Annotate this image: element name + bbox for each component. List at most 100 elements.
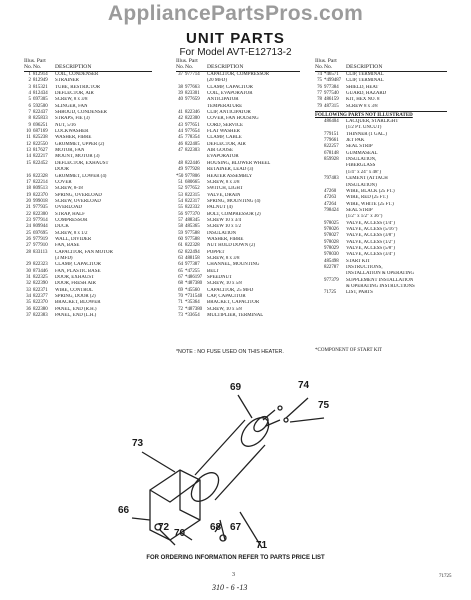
part-no-header: No. [185,64,194,70]
part-description: POPPET [207,249,225,255]
part-no: 815321 [33,84,48,90]
part-description: VALVE, ACCESS (3/8") [346,233,395,239]
part-no: 822328 [33,173,48,179]
part-no: 812914 [33,72,48,77]
part-description: LOCKWASHER [55,129,89,135]
illus-no: 78 [317,97,322,103]
part-no: 873446 [33,268,48,274]
part-no: 978029 [324,245,339,251]
part-no: 778354 [185,135,200,141]
illus-no: 41 [178,110,183,116]
part-no: 977652 [185,186,200,192]
part-description: SCREW, 10 x 5/8 [207,306,242,312]
illus-no: 68 [178,281,183,287]
part-description: CLAMP, CABLE [207,135,242,141]
illus-no: 17 [26,179,31,185]
ordering-footer: FOR ORDERING INFORMATION REFER TO PARTS … [146,555,325,561]
part-description: JET PAK [346,138,365,144]
part-no: 71725 [324,290,337,296]
part-no: 978030 [324,252,339,258]
illus-no: 55 [178,205,183,211]
part-no: 822323 [33,262,48,268]
part-description: WASHER, FIBRE [207,236,244,242]
part-no: 822257 [324,144,339,150]
illus-no: 2 [28,78,31,84]
part-description: SWITCH, LIGHT [207,186,243,192]
illus-no: 27 [26,243,31,249]
parts-row: INSTALLATION & OPERATING [315,271,447,277]
part-description: PANEL, END (L.H.) [55,313,97,319]
parts-row: (1/2 PT. UNCUT) [315,125,447,131]
illus-no: 56 [178,211,183,217]
column-header: Illus. Part No. No. DESCRIPTION [176,58,300,72]
part-description: SPRING, DOOR (2) [55,294,96,300]
callout-69: 69 [230,382,242,393]
illus-no: 42 [178,116,183,122]
illus-no: 58 [178,224,183,230]
part-description: INSULATION [207,230,237,236]
part-description: GROMMET, LOWER (4) [55,173,107,179]
part-description: CHANNEL, MOUNTING [207,262,260,268]
part-no: 822494 [185,249,200,255]
no-header: No. [176,64,185,70]
part-description: START KIT [346,258,371,264]
part-description: SCREW, 8 x 1/2 [55,230,88,236]
part-no: 822371 [33,287,48,293]
part-no: 822303 [185,148,200,154]
illus-no: 65 [178,268,183,274]
illus-no: 62 [178,249,183,255]
part-no: 822390 [33,281,48,287]
part-description: SHROUD, CONDENSER [55,110,107,116]
part-no: 817627 [33,148,48,154]
part-description: MOTOR, FAN [55,148,85,154]
part-description: SEAL STRIP [346,144,373,150]
part-no: 822346 [185,110,200,116]
part-no: 977651 [185,122,200,128]
illus-no: 4 [28,91,31,97]
capacitor-assembly-diagram [131,394,325,549]
part-description: WALL, DIVIDER [55,236,92,242]
part-description: STRAPS, FIE (3) [55,116,90,122]
part-no: 822315 [185,192,200,198]
part-description: PANEL, END (R.H.) [55,306,97,312]
part-description: SPRING, MOUNTING (4) [207,198,261,204]
part-description: DEFLECTOR, EXHAUST [55,160,109,166]
illus-no: 12 [26,141,31,147]
callout-71: 71 [256,540,268,551]
part-description: WIRE, CONTROL [55,287,94,293]
callout-72: 72 [158,522,170,533]
part-description: VALVE, ACCESS (5/8") [346,245,395,251]
part-description: KIT, HEX NO. 8 [346,97,380,103]
part-no: 978025 [324,220,339,226]
part-description: FAN, BASE [55,243,80,249]
part-description: SCREW, 8-18 [55,186,83,192]
illus-no: 36 [26,306,31,312]
part-description: THINNER (1 GAL.) [346,131,387,137]
illus-no: 22 [26,211,31,217]
part-no: *487380 [185,281,203,287]
part-no: *33654 [185,313,200,319]
part-description: WIRE, RED (25 FT.) [346,195,388,201]
part-description: CLAMP, CAPACITOR [207,84,253,90]
part-description: GUARD, HAZARD [346,91,387,97]
illus-no [315,290,324,296]
part-description: PALNUT (4) [207,205,233,211]
part-description: RETAINER, LEAD (3) [207,167,254,173]
callout-70: 70 [174,528,186,539]
parts-row: EVAPORATOR [176,154,300,160]
part-no: 486404 [324,119,339,125]
